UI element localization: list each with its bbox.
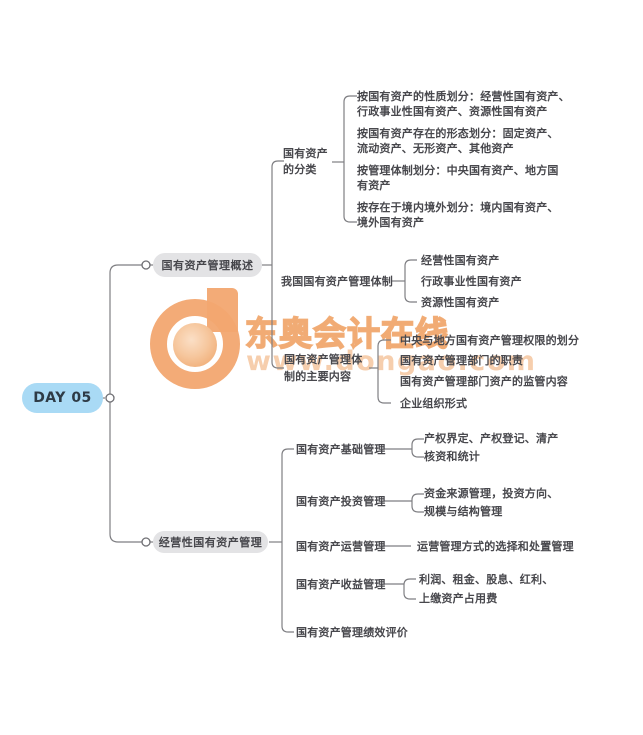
dongao-logo-stem-icon	[207, 288, 238, 332]
leaf-central-local-authority-division: 中央与地方国有资产管理权限的划分	[400, 334, 580, 347]
leaf-classification-by-form: 按国有资产存在的形态划分：固定资产、 流动资产、无形资产、其他资产	[357, 127, 559, 155]
leaf-management-department-duties: 国有资产管理部门的职责	[400, 354, 524, 367]
dongao-logo-sphere-icon	[173, 323, 217, 367]
branch2-child-investment-management: 国有资产投资管理	[296, 495, 386, 508]
leaf-property-rights: 产权界定、产权登记、清产 核资和统计	[424, 432, 559, 463]
branch2-child-income-management: 国有资产收益管理	[296, 578, 386, 591]
branch2-child-performance-evaluation: 国有资产管理绩效评价	[296, 626, 408, 639]
leaf-department-supervision-content: 国有资产管理部门资产的监管内容	[400, 375, 568, 388]
branch2-child-basic-management: 国有资产基础管理	[296, 443, 386, 456]
leaf-administrative-state-assets: 行政事业性国有资产	[421, 275, 522, 288]
leaf-classification-by-nature: 按国有资产的性质划分：经营性国有资产、 行政事业性国有资产、资源性国有资产	[357, 90, 570, 118]
leaf-resource-state-assets: 资源性国有资产	[421, 296, 500, 309]
leaf-enterprise-organization-form: 企业组织形式	[400, 397, 468, 410]
branch1-child-system-main-content: 国有资产管理体 制的主要内容	[284, 353, 363, 383]
day-badge: DAY 05	[22, 383, 103, 413]
leaf-operational-state-assets: 经营性国有资产	[421, 254, 500, 267]
leaf-classification-by-territory: 按存在于境内境外划分：境内国有资产、 境外国有资产	[357, 201, 559, 229]
branch2-child-operation-management: 国有资产运营管理	[296, 540, 386, 553]
leaf-funding-sources: 资金来源管理，投资方向、 规模与结构管理	[424, 487, 559, 518]
branch1-topic: 国有资产管理概述	[153, 253, 262, 277]
branch1-child-management-system: 我国国有资产管理体制	[281, 275, 393, 288]
leaf-operation-mode-selection: 运营管理方式的选择和处置管理	[417, 540, 574, 553]
leaf-classification-by-system: 按管理体制划分：中央国有资产、地方国 有资产	[357, 164, 559, 192]
leaf-profit-rent-dividend: 利润、租金、股息、红利、 上缴资产占用费	[419, 573, 554, 605]
branch2-topic: 经营性国有资产管理	[153, 531, 268, 553]
branch1-child-classification: 国有资产 的分类	[283, 147, 328, 176]
